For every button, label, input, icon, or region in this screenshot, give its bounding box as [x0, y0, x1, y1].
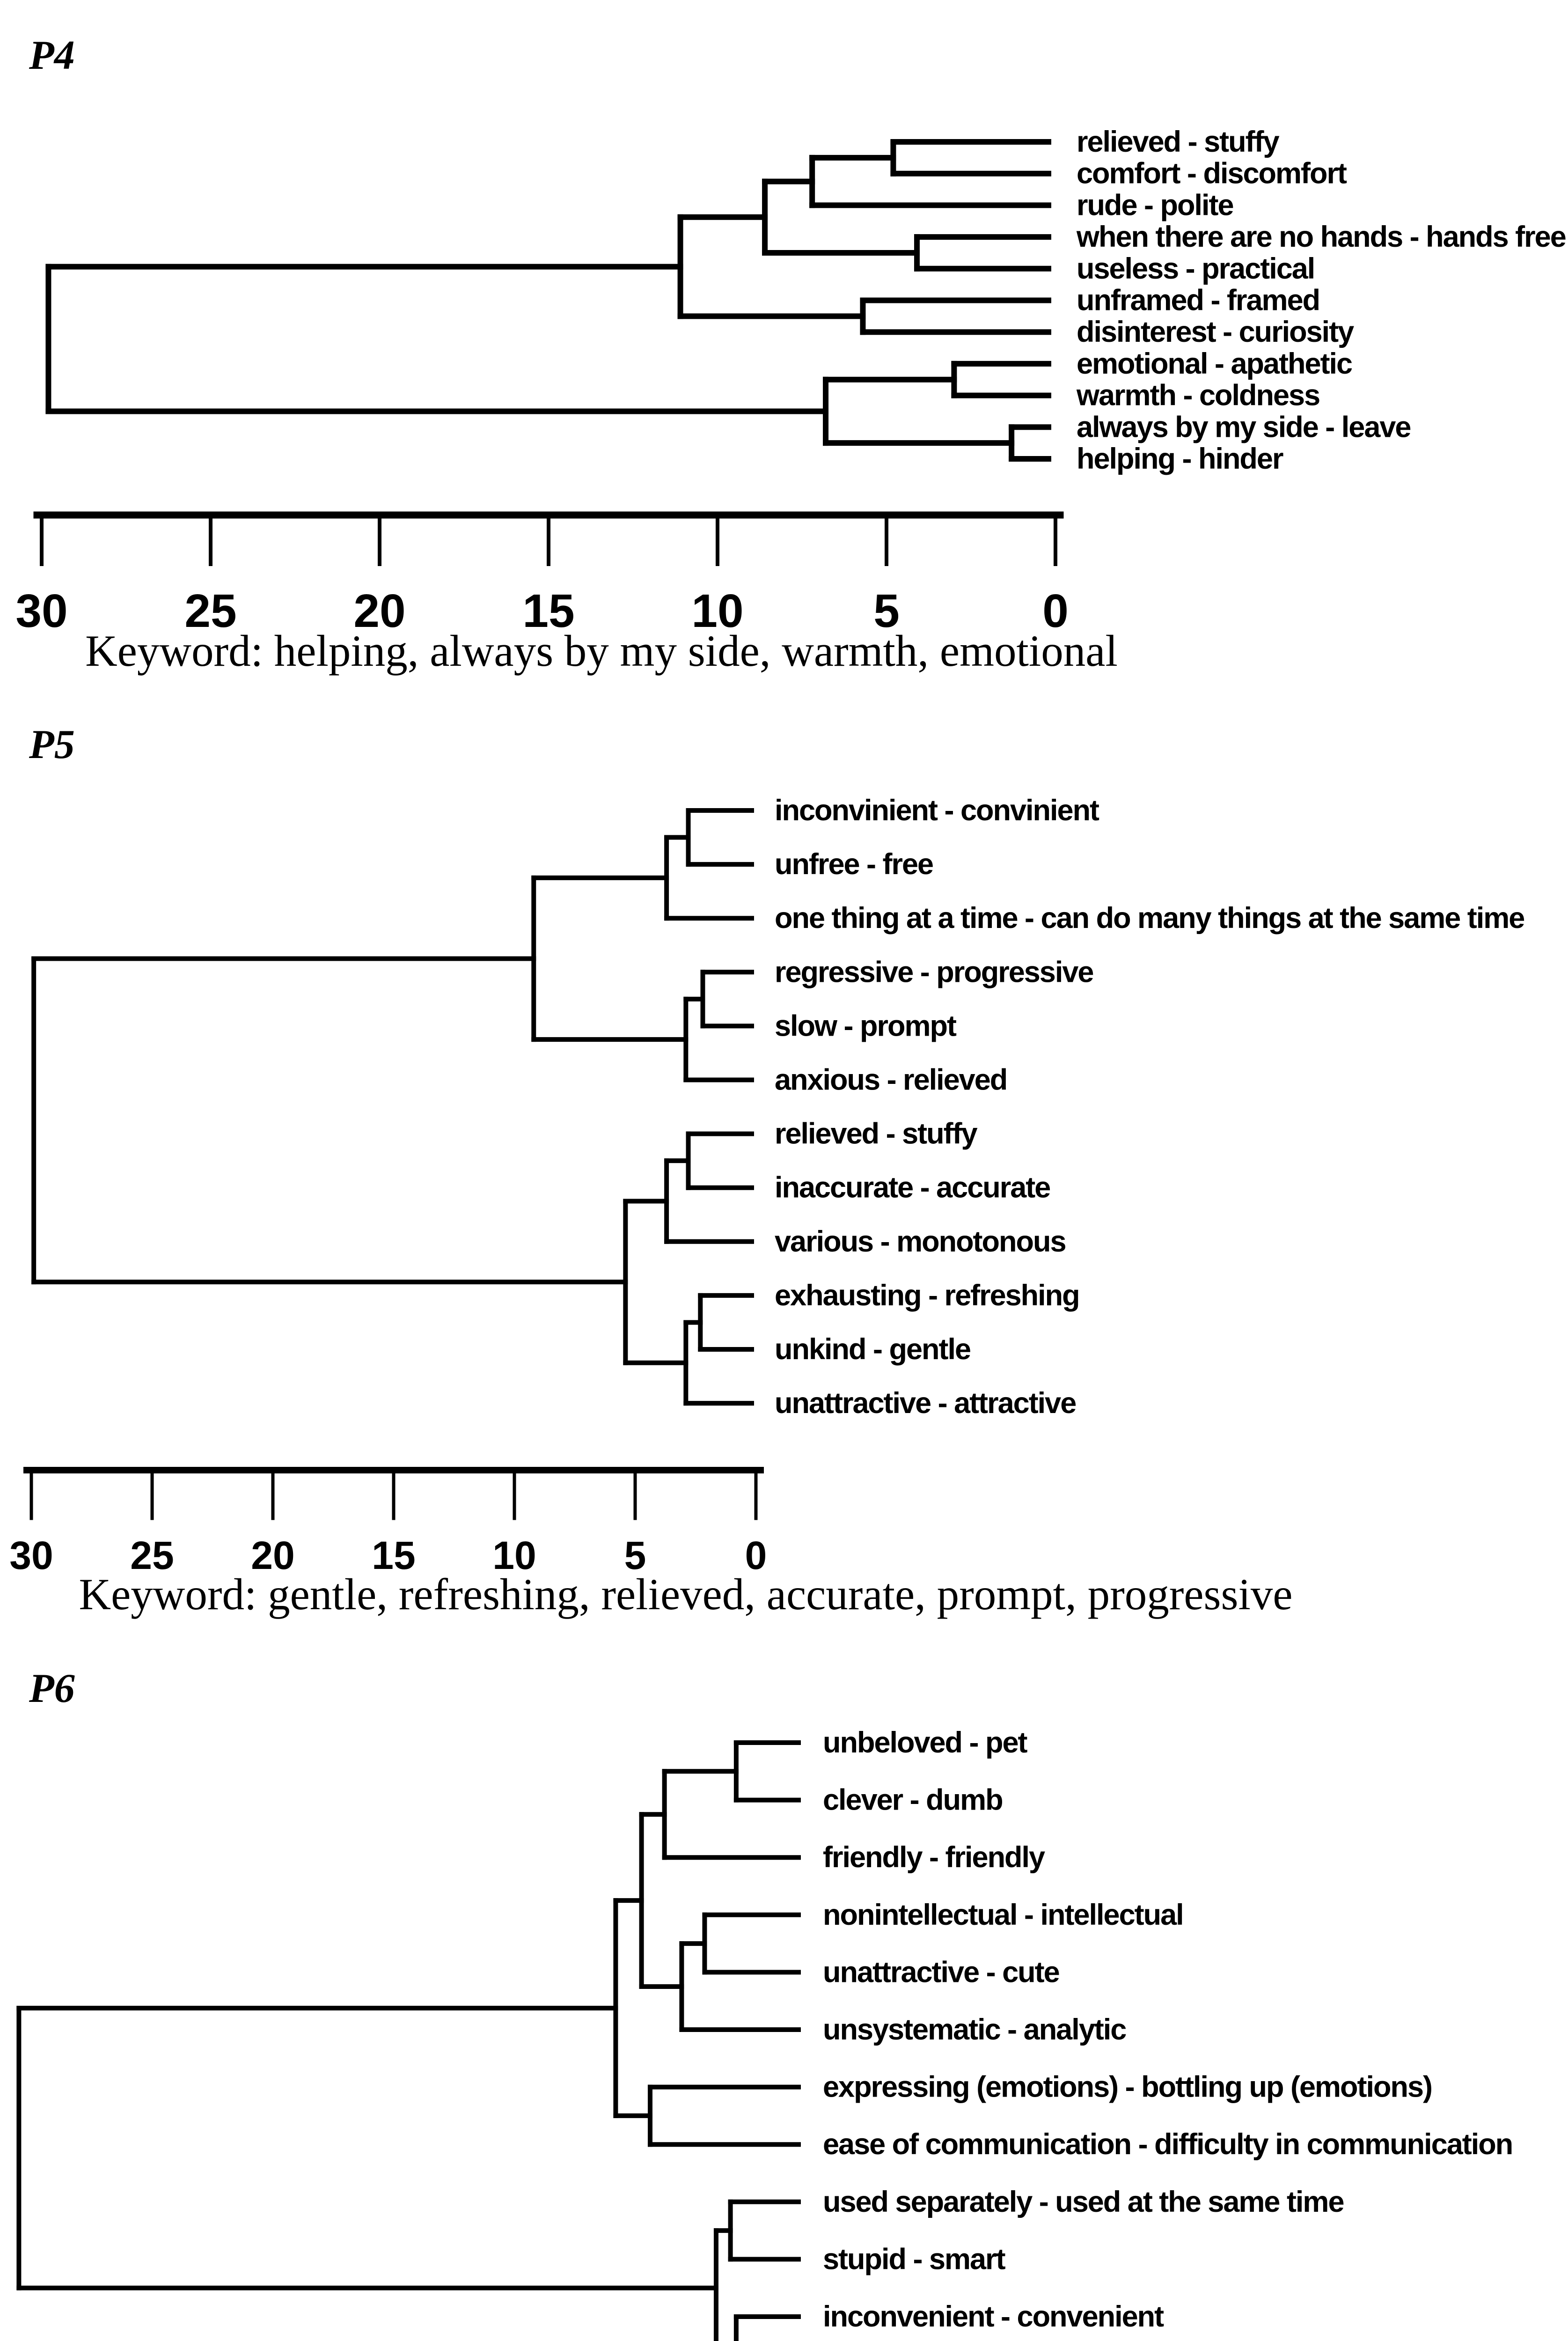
- leaf-label: nonintellectual - intellectual: [823, 1899, 1183, 1931]
- leaf-label: friendly - friendly: [823, 1841, 1045, 1874]
- leaf-label: inconvenient - convenient: [823, 2300, 1164, 2333]
- axis-tick-label: 25: [130, 1533, 174, 1577]
- leaf-label: relieved - stuffy: [1077, 125, 1280, 158]
- leaf-label: always by my side - leave: [1077, 411, 1410, 443]
- axis-tick-label: 10: [691, 585, 743, 637]
- axis-tick-label: 25: [184, 585, 236, 637]
- axis-tick-label: 20: [353, 585, 405, 637]
- leaf-label: one thing at a time - can do many things…: [775, 902, 1524, 935]
- leaf-label: unbeloved - pet: [823, 1726, 1028, 1759]
- leaf-label: unkind - gentle: [775, 1333, 970, 1366]
- leaf-label: rude - polite: [1077, 189, 1233, 221]
- leaf-label: inaccurate - accurate: [775, 1171, 1050, 1204]
- axis-tick-label: 15: [522, 585, 574, 637]
- axis-tick-label: 15: [372, 1533, 415, 1577]
- leaf-label: used separately - used at the same time: [823, 2186, 1343, 2218]
- axis-tick-label: 30: [9, 1533, 53, 1577]
- leaf-label: comfort - discomfort: [1077, 157, 1347, 190]
- leaf-label: clever - dumb: [823, 1784, 1003, 1817]
- keyword-caption-p4: Keyword: helping, always by my side, war…: [85, 626, 1118, 676]
- leaf-label: warmth - coldness: [1076, 379, 1319, 412]
- panel-title-p6: P6: [29, 1666, 75, 1711]
- leaf-label: unattractive - attractive: [775, 1387, 1076, 1420]
- leaf-label: unfree - free: [775, 848, 933, 881]
- leaf-label: unsystematic - analytic: [823, 2013, 1126, 2046]
- axis-tick-label: 0: [745, 1533, 767, 1577]
- leaf-label: emotional - apathetic: [1077, 347, 1352, 380]
- leaf-label: disinterest - curiosity: [1077, 316, 1354, 348]
- leaf-label: ease of communication - difficulty in co…: [823, 2128, 1512, 2161]
- axis-tick-label: 30: [15, 585, 67, 637]
- leaf-label: when there are no hands - hands free: [1076, 221, 1566, 253]
- leaf-label: inconvinient - convinient: [775, 794, 1099, 827]
- leaf-label: unattractive - cute: [823, 1956, 1059, 1988]
- axis-tick-label: 5: [873, 585, 900, 637]
- panel-title-p4: P4: [29, 33, 75, 78]
- keyword-caption-p5: Keyword: gentle, refreshing, relieved, a…: [79, 1569, 1293, 1619]
- leaf-label: anxious - relieved: [775, 1064, 1007, 1097]
- axis-tick-label: 5: [624, 1533, 646, 1577]
- axis-tick-label: 20: [251, 1533, 294, 1577]
- panel-title-p5: P5: [29, 722, 75, 767]
- leaf-label: relieved - stuffy: [775, 1118, 978, 1150]
- leaf-label: unframed - framed: [1077, 284, 1319, 317]
- leaf-label: useless - practical: [1077, 252, 1314, 285]
- leaf-label: regressive - progressive: [775, 956, 1093, 988]
- leaf-label: expressing (emotions) - bottling up (emo…: [823, 2071, 1432, 2104]
- axis-tick-label: 10: [492, 1533, 536, 1577]
- leaf-label: helping - hinder: [1077, 442, 1283, 475]
- leaf-label: various - monotonous: [775, 1225, 1066, 1258]
- axis-tick-label: 0: [1042, 585, 1069, 637]
- leaf-label: exhausting - refreshing: [775, 1279, 1079, 1312]
- leaf-label: slow - prompt: [775, 1009, 957, 1042]
- leaf-label: stupid - smart: [823, 2243, 1006, 2275]
